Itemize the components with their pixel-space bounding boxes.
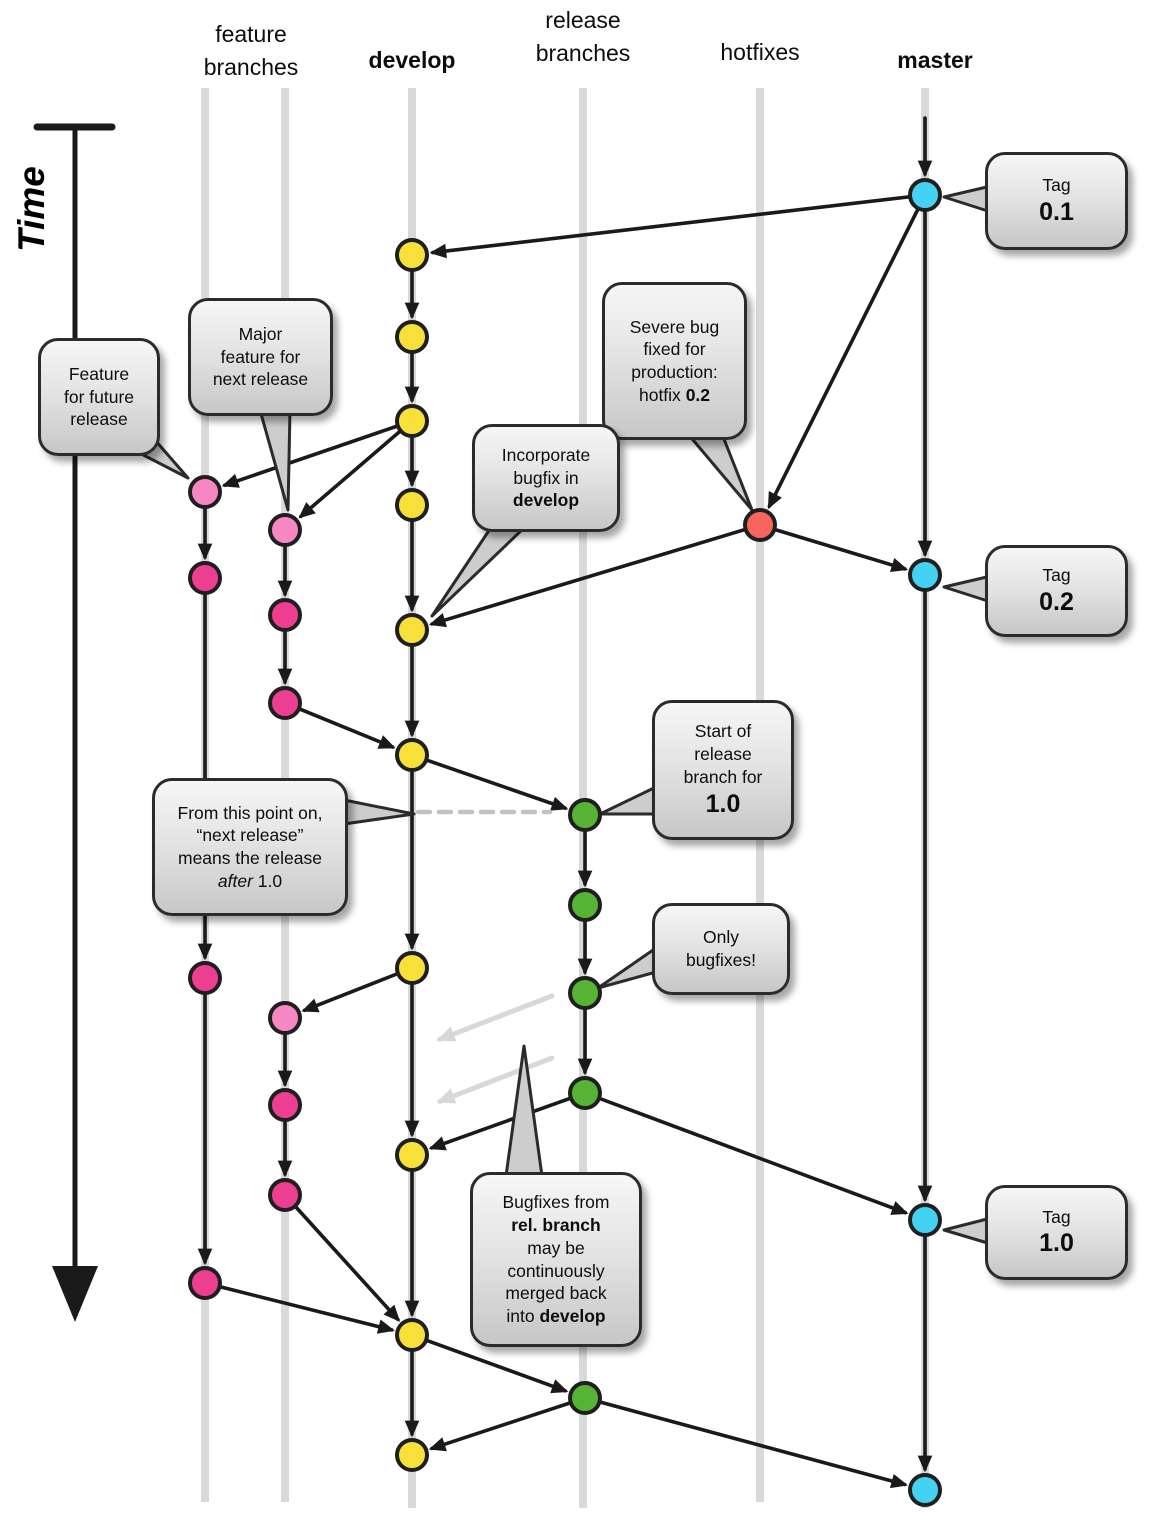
commit-node-d8 — [395, 1138, 429, 1172]
edge-pt-pt — [436, 993, 555, 1042]
commit-node-d4 — [395, 488, 429, 522]
edge-d3-f1a — [221, 424, 400, 488]
commit-node-r5 — [568, 1381, 602, 1415]
commit-node-f2b — [268, 598, 302, 632]
commit-node-f2f — [268, 1178, 302, 1212]
callout-tail-start-release-branch — [598, 784, 660, 816]
column-header-develop: develop — [368, 47, 456, 73]
commit-node-f1c — [188, 961, 222, 995]
commit-node-m1 — [908, 178, 942, 212]
commit-node-r4 — [568, 1076, 602, 1110]
commit-node-h1 — [743, 508, 777, 542]
edge-h1-d5 — [428, 527, 748, 628]
commit-node-d7 — [395, 951, 429, 985]
time-axis-label: Time — [11, 166, 52, 252]
commit-node-m4 — [908, 1473, 942, 1507]
edge-r4-m3 — [597, 1096, 909, 1215]
commit-node-f1d — [188, 1266, 222, 1300]
commit-node-r1 — [568, 798, 602, 832]
time-axis-arrowhead-icon — [52, 1266, 98, 1322]
edge-f2c-d6 — [297, 706, 396, 749]
column-header-hotfixes: hotfixes — [720, 39, 800, 65]
edge-d9-r5 — [424, 1338, 569, 1394]
commit-node-d1 — [395, 238, 429, 272]
callout-from-this-point-on: From this point on,“next release”means t… — [152, 778, 348, 916]
commit-node-d9 — [395, 1318, 429, 1352]
callout-tail-major-feature — [258, 408, 292, 512]
callout-tail-only-bugfixes — [596, 946, 658, 990]
edge-f1d-d9 — [217, 1284, 395, 1334]
commit-node-f2d — [268, 1001, 302, 1035]
callout-tail-tag-1-0 — [942, 1216, 993, 1246]
commit-node-r3 — [568, 976, 602, 1010]
edge-d6-r1 — [424, 758, 569, 811]
edge-d7-f2d — [301, 971, 400, 1013]
commit-node-d3 — [395, 404, 429, 438]
commit-node-r2 — [568, 888, 602, 922]
edge-r5-d10 — [428, 1400, 573, 1452]
commit-node-f2e — [268, 1088, 302, 1122]
commit-node-f2c — [268, 686, 302, 720]
column-header-master: master — [897, 47, 973, 73]
edge-f2f-d9 — [293, 1204, 401, 1322]
edge-m1-h1 — [767, 206, 921, 510]
callout-tail-from-this-point-on — [342, 798, 416, 826]
edge-d3-f2a — [298, 428, 403, 519]
commit-node-m2 — [908, 558, 942, 592]
callout-tail-incorporate-bugfix — [430, 524, 528, 618]
commit-node-f2a — [268, 513, 302, 547]
edge-m1-d1 — [429, 194, 912, 259]
edge-r5-m4 — [597, 1400, 908, 1489]
commit-node-d10 — [395, 1438, 429, 1472]
commit-node-d5 — [395, 613, 429, 647]
edge-r4-d8 — [428, 1096, 573, 1151]
commit-node-f1a — [188, 475, 222, 509]
callout-tail-tag-0-2 — [942, 574, 993, 604]
commit-node-m3 — [908, 1203, 942, 1237]
commit-node-d2 — [395, 320, 429, 354]
callout-tail-tag-0-1 — [942, 184, 993, 214]
edge-pt-pt — [436, 1055, 555, 1104]
commit-node-f1b — [188, 561, 222, 595]
callout-tail-severe-bug — [686, 432, 754, 512]
edge-h1-m2 — [772, 527, 909, 573]
commit-node-d6 — [395, 738, 429, 772]
